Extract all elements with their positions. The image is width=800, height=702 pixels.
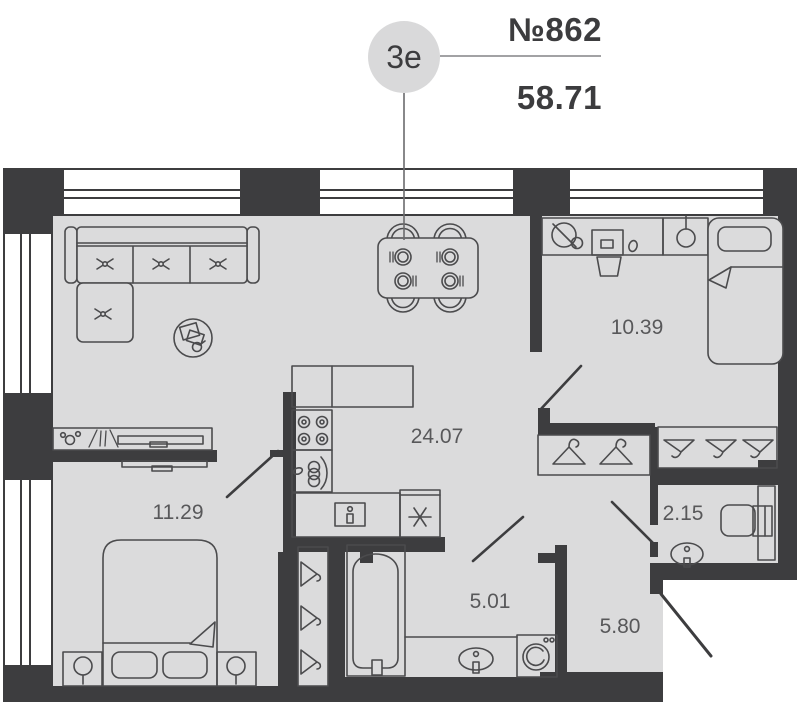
window-top-middle xyxy=(320,168,513,216)
window-left-lower xyxy=(3,480,53,665)
window-top-right xyxy=(570,168,763,216)
appliance-star-icon xyxy=(399,489,441,538)
bath-counter xyxy=(404,636,518,674)
toilet-icon xyxy=(720,485,776,561)
coffee-table-icon xyxy=(173,318,213,358)
unit-callout: 3е №862 58.71 xyxy=(368,11,602,240)
kitchen-counter-icon xyxy=(291,365,441,538)
door-wc xyxy=(610,500,656,546)
door-entrance xyxy=(659,592,713,658)
bathtub-icon xyxy=(346,544,406,677)
room-label-bathroom: 5.01 xyxy=(470,590,511,613)
dining-table-icon xyxy=(377,223,479,313)
washing-machine-icon xyxy=(516,634,558,678)
desk-chair-icon xyxy=(596,256,622,277)
kitchen-sink-icon xyxy=(292,456,328,490)
wardrobe-hall-icon xyxy=(537,434,651,476)
room-label-bedroom-2: 11.29 xyxy=(153,501,204,524)
sofa-icon xyxy=(64,226,260,343)
tv-icon xyxy=(121,460,208,472)
sideboard-icon xyxy=(52,427,213,451)
window-top-left xyxy=(64,168,241,216)
nightstand-left-icon xyxy=(62,651,103,687)
dishwasher-icon xyxy=(334,502,366,527)
room-label-wc: 2.15 xyxy=(663,502,704,525)
single-bed-icon xyxy=(707,217,784,365)
door-kitchen-hall xyxy=(471,515,525,563)
closet-hangers-icon xyxy=(297,546,329,687)
room-labels: 24.07 10.39 11.29 5.01 2.15 5.80 xyxy=(153,316,704,638)
doors xyxy=(225,364,713,658)
nightstand-right-icon xyxy=(216,651,257,687)
wash-sink-icon xyxy=(458,647,494,674)
unit-type-badge xyxy=(368,21,440,93)
wc-sink-icon xyxy=(670,542,704,568)
windows xyxy=(3,168,763,665)
door-bedroom-2 xyxy=(225,449,280,499)
unit-type-label: 3е xyxy=(386,39,422,75)
room-label-living-kitchen: 24.07 xyxy=(411,425,464,448)
double-bed-icon xyxy=(102,539,218,687)
apartment-floor xyxy=(53,216,778,686)
room-label-bedroom-1: 10.39 xyxy=(611,316,664,339)
room-label-hallway: 5.80 xyxy=(600,615,641,638)
unit-area-label: 58.71 xyxy=(517,79,602,116)
wardrobe-top-right-icon xyxy=(657,426,778,469)
door-bedroom-1 xyxy=(538,364,583,412)
window-left-upper xyxy=(3,234,53,393)
unit-number-label: №862 xyxy=(508,11,602,48)
